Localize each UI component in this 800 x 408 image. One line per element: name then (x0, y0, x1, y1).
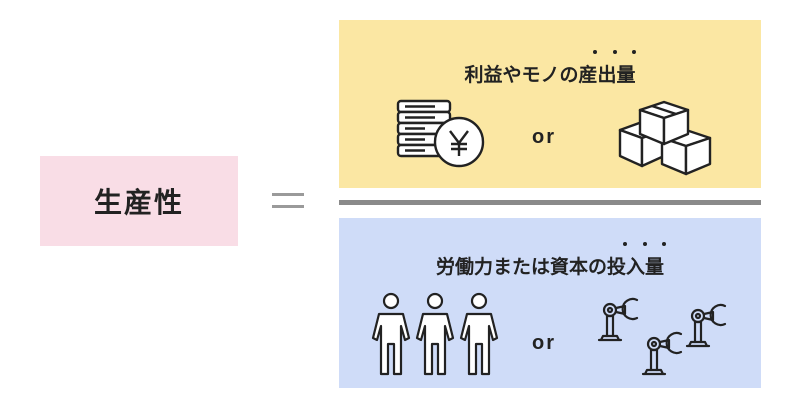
input-or-connector: or (532, 332, 556, 354)
emphasis-dot (593, 50, 597, 54)
fraction-divider (339, 200, 761, 205)
productivity-label: 生産性 (93, 186, 184, 219)
output-or-connector: or (532, 126, 556, 148)
emphasis-dot (613, 50, 617, 54)
boxes-icon (618, 100, 712, 176)
coin-stack-yen-icon (396, 99, 485, 168)
workers-icon (371, 292, 499, 376)
input-panel: 労働力または資本の投入量 or (339, 218, 761, 388)
robot-arms-icon (597, 297, 727, 376)
input-title: 労働力または資本の投入量 (435, 256, 664, 278)
productivity-label-box: 生産性 (40, 156, 238, 246)
output-panel: 利益やモノの産出量 or (339, 20, 761, 188)
emphasis-dot (662, 242, 666, 246)
equals-sign (272, 189, 304, 213)
output-title: 利益やモノの産出量 (464, 64, 636, 86)
emphasis-dot (643, 242, 647, 246)
emphasis-dot (623, 242, 627, 246)
emphasis-dot (632, 50, 636, 54)
